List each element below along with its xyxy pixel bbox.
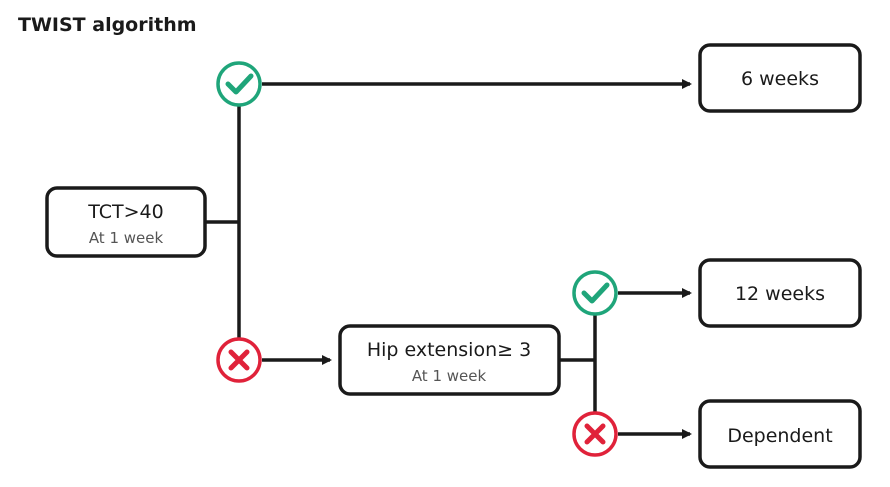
node-tct: TCT>40 At 1 week [45, 186, 207, 258]
node-12-weeks-label: 12 weeks [735, 283, 825, 305]
node-tct-label: TCT>40 [87, 201, 163, 223]
node-6-weeks: 6 weeks [698, 43, 862, 113]
check-icon [572, 270, 618, 316]
node-tct-sublabel: At 1 week [89, 229, 164, 247]
node-6-weeks-label: 6 weeks [741, 68, 819, 90]
diagram-title: TWIST algorithm [18, 14, 197, 36]
node-hip-extension: Hip extension≥ 3 At 1 week [338, 324, 561, 396]
check-icon [216, 61, 262, 107]
node-12-weeks: 12 weeks [698, 258, 862, 328]
node-hip-label: Hip extension≥ 3 [367, 339, 531, 361]
node-dependent-label: Dependent [727, 425, 832, 447]
cross-icon [216, 337, 262, 383]
node-hip-sublabel: At 1 week [412, 367, 487, 385]
node-dependent: Dependent [698, 399, 862, 469]
cross-icon [572, 411, 618, 457]
